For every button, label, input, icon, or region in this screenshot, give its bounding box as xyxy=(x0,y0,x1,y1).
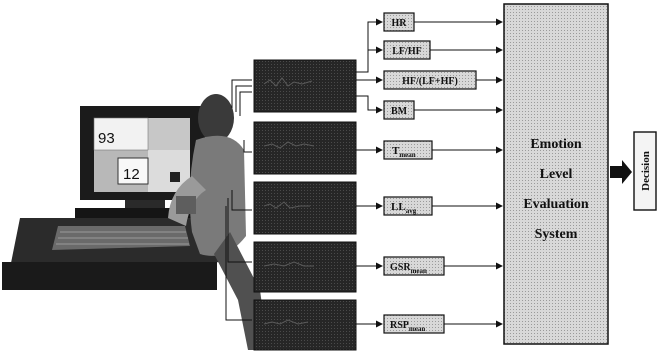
feature-boxes: HR LF/HF HF/(LF+HF) BM Tmean LLavg GSRme… xyxy=(383,12,477,334)
evaluation-system-box xyxy=(503,3,609,345)
signal-panel-4 xyxy=(253,241,357,293)
decision-block: Decision xyxy=(633,131,657,211)
feature-label-hf-ratio: HF/(LF+HF) xyxy=(402,76,458,87)
output-arrow xyxy=(610,160,632,184)
evaluation-line-3: Evaluation xyxy=(523,197,589,212)
subject-body xyxy=(189,135,246,256)
feature-label-lf-hf: LF/HF xyxy=(392,46,421,57)
monitor-digits-top: 93 xyxy=(98,130,115,147)
feature-label-rsp: RSPmean xyxy=(390,320,425,333)
signal-panel-3 xyxy=(253,181,357,235)
sensor-wires xyxy=(225,79,252,321)
feature-sub-t: mean xyxy=(399,151,415,159)
feature-sub-ll: avg xyxy=(406,207,417,215)
evaluation-line-4: System xyxy=(535,227,578,242)
decision-label: Decision xyxy=(640,151,652,191)
feature-sub-rsp: mean xyxy=(409,325,425,333)
signal-panel-1 xyxy=(253,59,357,113)
signal-panels xyxy=(253,59,357,351)
signal-panel-5 xyxy=(253,299,357,351)
feature-label-hr: HR xyxy=(392,18,408,29)
decision-box xyxy=(633,131,657,211)
feature-sub-gsr: mean xyxy=(411,267,427,275)
feature-connectors xyxy=(414,18,503,328)
evaluation-line-2: Level xyxy=(540,167,573,182)
workstation-illustration: 93 12 xyxy=(2,94,268,350)
monitor-digits-bottom: 12 xyxy=(123,166,140,183)
panel-connectors xyxy=(356,18,383,328)
subject-head xyxy=(198,94,234,142)
evaluation-system-block: Emotion Level Evaluation System xyxy=(503,3,609,345)
feature-label-gsr: GSRmean xyxy=(390,262,427,275)
evaluation-line-1: Emotion xyxy=(530,137,582,152)
feature-label-bm: BM xyxy=(391,106,408,117)
feature-label-ll: LLavg xyxy=(391,201,417,215)
feature-label-t: Tmean xyxy=(392,145,416,159)
signal-panel-2 xyxy=(253,121,357,175)
